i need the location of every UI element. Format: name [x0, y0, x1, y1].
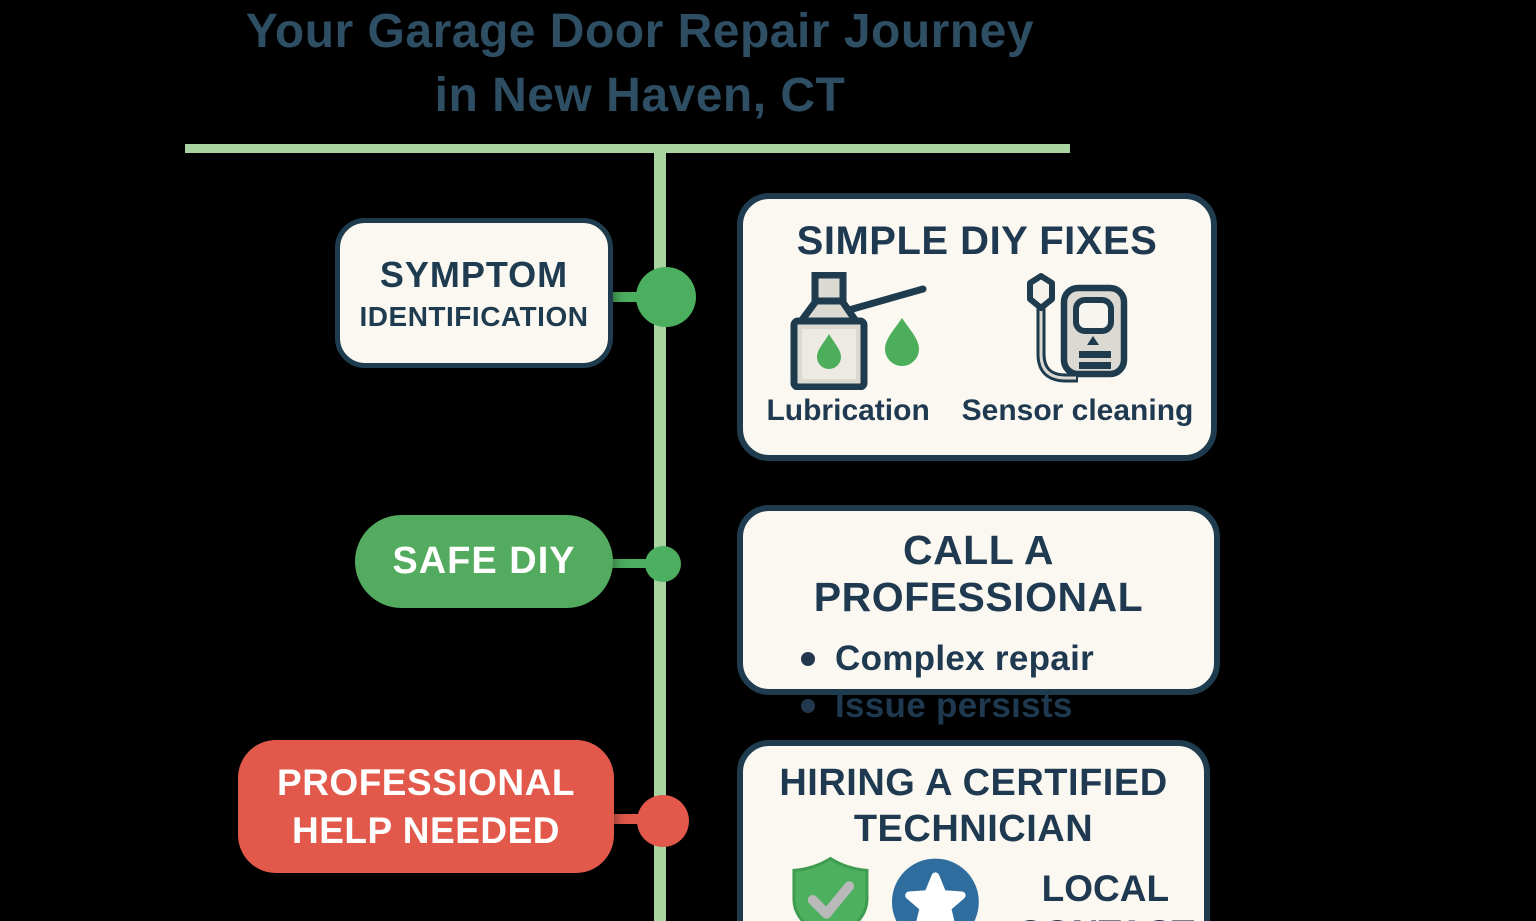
bullet-dot [801, 699, 815, 713]
sensor-cleaning-item: Sensor cleaning [961, 272, 1194, 428]
bullet-complex-repair: Complex repair [801, 639, 1214, 679]
panel-hiring-title-line1: HIRING A CERTIFIED [779, 762, 1168, 804]
timeline-node-symptom [636, 267, 696, 327]
local-contact-line2: CONTACT [1007, 911, 1204, 921]
step-safe-diy-label: SAFE DIY [392, 540, 576, 582]
panel-call-a-professional: CALL A PROFESSIONAL Complex repair Issue… [737, 505, 1220, 725]
bullet-issue-persists-text: Issue persists [835, 686, 1073, 725]
page-title: Your Garage Door Repair Journey in New H… [140, 0, 1140, 128]
page-title-line2: in New Haven, CT [434, 69, 846, 122]
bullet-issue-persists: Issue persists [801, 686, 1214, 726]
local-contact-label: LOCAL CONTACT [1007, 866, 1204, 921]
timeline-vertical-line [654, 149, 666, 921]
local-contact-line1: LOCAL [1041, 868, 1170, 909]
panel-call-pro-title: CALL A PROFESSIONAL [813, 527, 1144, 620]
connector-symptom [606, 292, 650, 302]
lubrication-item: Lubrication [761, 272, 936, 428]
panel-hiring-title-line2: TECHNICIAN [853, 808, 1094, 850]
sensor-swab-icon [1027, 273, 1128, 383]
simple-diy-icons-row: Lubrication Sensor cleaning [743, 272, 1211, 428]
panel-simple-diy-title: SIMPLE DIY FIXES [796, 219, 1158, 263]
step-professional-line1: PROFESSIONAL [277, 761, 575, 803]
bullet-dot [801, 652, 815, 666]
sensor-cleaning-label: Sensor cleaning [961, 394, 1194, 427]
step-symptom-line2: IDENTIFICATION [359, 300, 589, 332]
page-title-line1: Your Garage Door Repair Journey [245, 5, 1035, 58]
connector-safe-diy [606, 559, 656, 568]
step-professional-line2: HELP NEEDED [292, 809, 560, 851]
step-professional-help: PROFESSIONAL HELP NEEDED [238, 740, 614, 873]
shield-check-icon [792, 856, 869, 921]
step-symptom-line1: SYMPTOM [379, 253, 569, 295]
panel-hiring-title: HIRING A CERTIFIED TECHNICIAN [743, 760, 1204, 852]
panel-hiring-technician: HIRING A CERTIFIED TECHNICIAN LOCAL CONT… [737, 740, 1210, 921]
certified-icons-row: LOCAL CONTACT [743, 856, 1204, 921]
timeline-node-safe-diy [645, 546, 681, 582]
step-symptom-identification: SYMPTOM IDENTIFICATION [335, 218, 613, 368]
lubrication-label: Lubrication [766, 394, 930, 427]
connector-professional-help [608, 814, 650, 824]
call-pro-bullets: Complex repair Issue persists [801, 639, 1214, 726]
panel-simple-diy-fixes: SIMPLE DIY FIXES Lubrication [737, 193, 1217, 461]
step-safe-diy: SAFE DIY [355, 515, 613, 608]
oil-can-icon [790, 272, 927, 390]
star-badge-icon [891, 858, 979, 921]
timeline-horizontal-line [185, 144, 1070, 153]
bullet-complex-repair-text: Complex repair [835, 639, 1095, 678]
timeline-node-professional-help [637, 795, 689, 847]
